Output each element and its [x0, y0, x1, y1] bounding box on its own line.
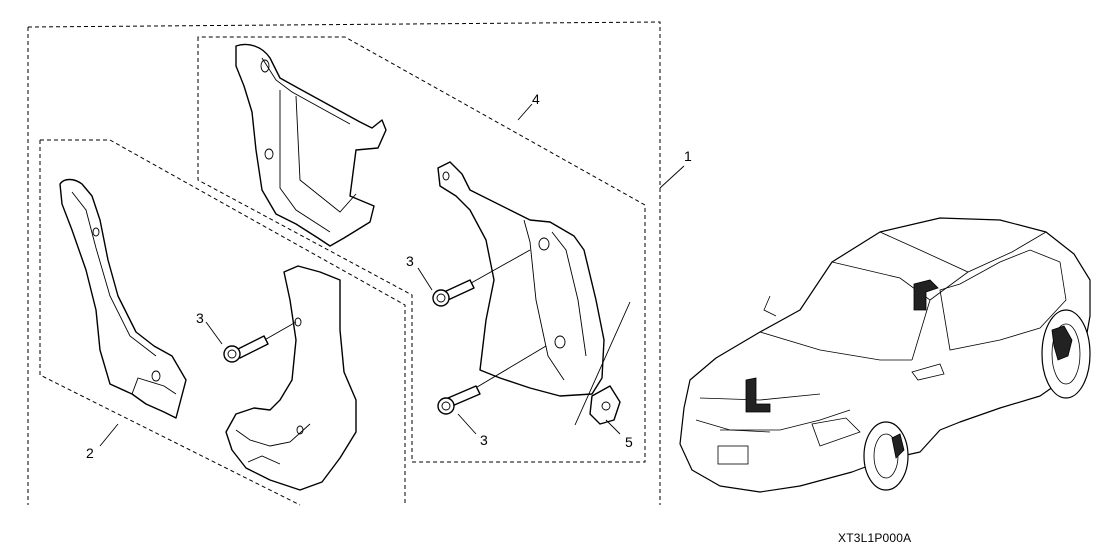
- front-set-boundary: [39, 139, 406, 506]
- callout-leaders: [99, 103, 685, 447]
- front-mudguard-left: [59, 178, 187, 419]
- rear-mudguard-right: [437, 161, 605, 397]
- figure-code: XT3L1P000A: [838, 531, 912, 545]
- rear-set-boundary: [197, 36, 646, 463]
- rear-mudguard-left: [235, 43, 387, 247]
- callout-3-rear-screw-upper: 3: [406, 253, 414, 269]
- car-illustration: [679, 217, 1091, 493]
- screw-rear-upper: [432, 249, 531, 307]
- kit-boundary-outline: [27, 21, 661, 505]
- callout-3-front-screw: 3: [196, 310, 204, 326]
- clip-nut: [574, 301, 631, 426]
- screw-rear-lower: [437, 345, 547, 415]
- front-mudguard-right: [225, 265, 357, 491]
- callout-5: 5: [625, 434, 633, 450]
- callout-2: 2: [86, 445, 94, 461]
- callout-4: 4: [532, 91, 540, 107]
- screw-front: [223, 321, 297, 363]
- callout-3-rear-screw-lower: 3: [480, 432, 488, 448]
- callout-1: 1: [684, 148, 692, 164]
